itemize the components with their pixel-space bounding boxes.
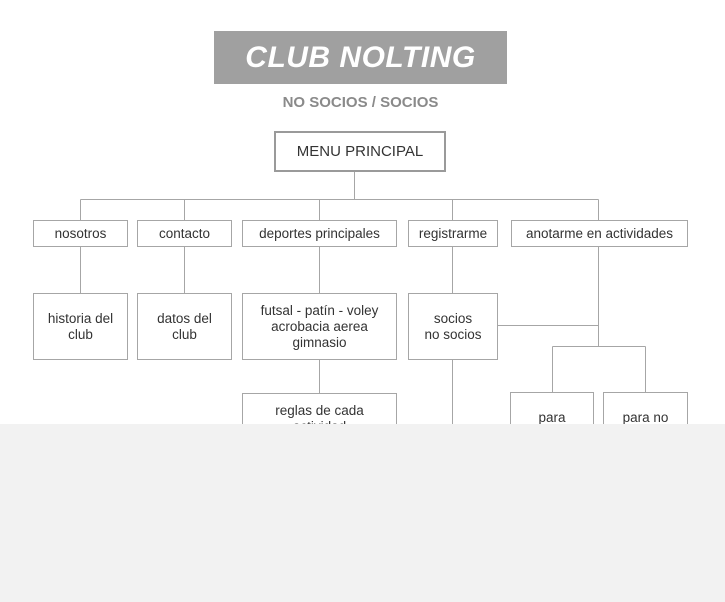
historia-club-node: historia del club (33, 293, 128, 360)
page-subtitle: NO SOCIOS / SOCIOS (282, 94, 439, 111)
contacto-node: contacto (137, 220, 232, 247)
page-title: CLUB NOLTING (245, 40, 476, 74)
socios-node: socios no socios (408, 293, 498, 360)
datos-club-node: datos del club (137, 293, 232, 360)
blank-overlay-panel (0, 424, 725, 602)
menu-principal-node: MENU PRINCIPAL (274, 131, 446, 172)
deportes-principales-node: deportes principales (242, 220, 397, 247)
nosotros-node: nosotros (33, 220, 128, 247)
registrarme-node: registrarme (408, 220, 498, 247)
deportes-list-node: futsal - patín - voley acrobacia aerea g… (242, 293, 397, 360)
title-banner: CLUB NOLTING (214, 31, 507, 84)
anotarme-actividades-node: anotarme en actividades (511, 220, 688, 247)
